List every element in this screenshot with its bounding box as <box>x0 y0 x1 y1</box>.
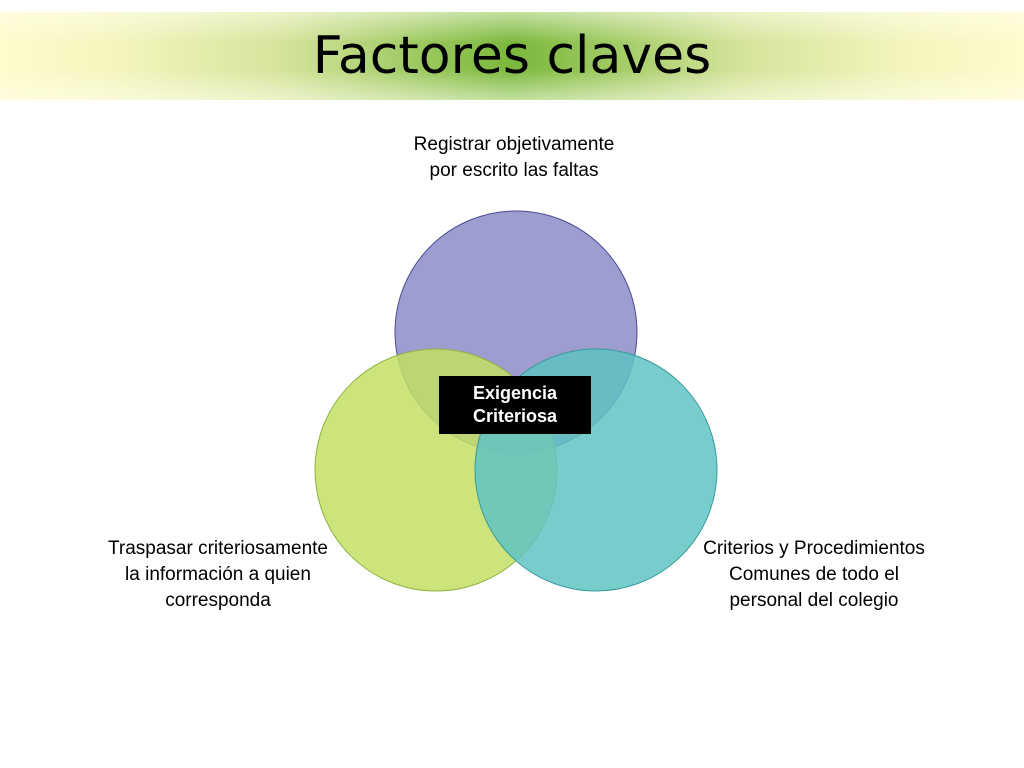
label-traspasar: Traspasar criteriosamente la información… <box>108 538 328 611</box>
label-registrar: Registrar objetivamente por escrito las … <box>413 134 615 181</box>
title-band <box>0 12 1024 100</box>
slide-title: Factores claves <box>312 26 712 86</box>
center-label-box: Exigencia Criteriosa <box>439 376 591 434</box>
label-criterios: Criterios y Procedimientos Comunes de to… <box>703 538 925 611</box>
